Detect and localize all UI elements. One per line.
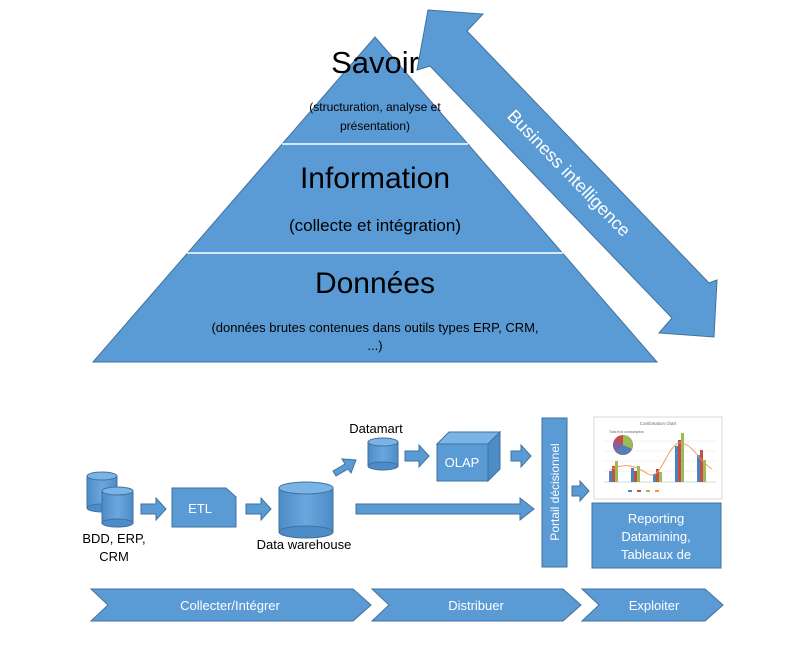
pyramid-bottom-subtitle-1: (données brutes contenues dans outils ty… — [211, 320, 538, 335]
knowledge-pyramid: Savoir (structuration, analyse et présen… — [91, 36, 659, 363]
stage-exploit-chevron — [580, 588, 724, 622]
pyramid-mid-subtitle: (collecte et intégration) — [289, 216, 461, 235]
pyramid-top-subtitle-1: (structuration, analyse et — [309, 100, 441, 114]
data-warehouse-label: Data warehouse — [257, 537, 352, 552]
arrow-portal-to-outputs — [571, 479, 590, 503]
outputs-line-datamining: Datamining, — [621, 529, 690, 544]
etl-box — [171, 487, 237, 528]
olap-label: OLAP — [445, 455, 480, 470]
thumbnail-subtitle: Total fruit consumption — [609, 430, 644, 434]
sources-database-icon — [86, 471, 134, 528]
portal-box — [541, 417, 568, 568]
thumbnail-title: Combination chart — [640, 421, 677, 426]
sources-label-line1: BDD, ERP, — [82, 531, 145, 546]
pyramid-top-subtitle-2: présentation) — [340, 119, 410, 133]
pyramid-bottom-title: Données — [315, 267, 435, 300]
portal-label: Portail décisionnel — [548, 443, 562, 540]
outputs-line-dashboards: Tableaux de — [621, 547, 691, 562]
stage-collect-chevron — [89, 588, 372, 622]
arrow-etl-to-warehouse — [245, 496, 272, 522]
pyramid-top-title: Savoir — [331, 45, 419, 80]
double-arrow-shape — [416, 9, 718, 338]
arrow-sources-to-etl — [140, 496, 167, 522]
stage-exploit-label: Exploiter — [629, 598, 680, 613]
chart-thumbnail-image: Combination chart Total fruit consumptio… — [593, 416, 723, 500]
stage-distribute-label: Distribuer — [448, 598, 504, 613]
outputs-line-reporting: Reporting — [628, 511, 684, 526]
arrow-olap-to-portal — [510, 443, 532, 469]
arrow-datamart-to-olap — [404, 443, 430, 469]
stages-band: Collecter/Intégrer Distribuer Exploiter — [89, 588, 724, 622]
datamart-icon — [367, 437, 399, 471]
pyramid-mid-title: Information — [300, 162, 450, 195]
pyramid-bottom-subtitle-2: ...) — [367, 338, 382, 353]
data-warehouse-icon — [278, 481, 334, 539]
olap-cube-icon — [435, 430, 502, 483]
arrow-warehouse-to-datamart — [332, 458, 357, 477]
stage-distribute-chevron — [370, 588, 582, 622]
pyramid-shape — [91, 36, 659, 363]
stage-collect-label: Collecter/Intégrer — [180, 598, 280, 613]
datamart-label: Datamart — [349, 421, 403, 436]
sources-label-line2: CRM — [99, 549, 129, 564]
outputs-box — [591, 502, 722, 569]
arrow-warehouse-to-portal — [355, 496, 535, 522]
etl-label: ETL — [188, 501, 212, 516]
